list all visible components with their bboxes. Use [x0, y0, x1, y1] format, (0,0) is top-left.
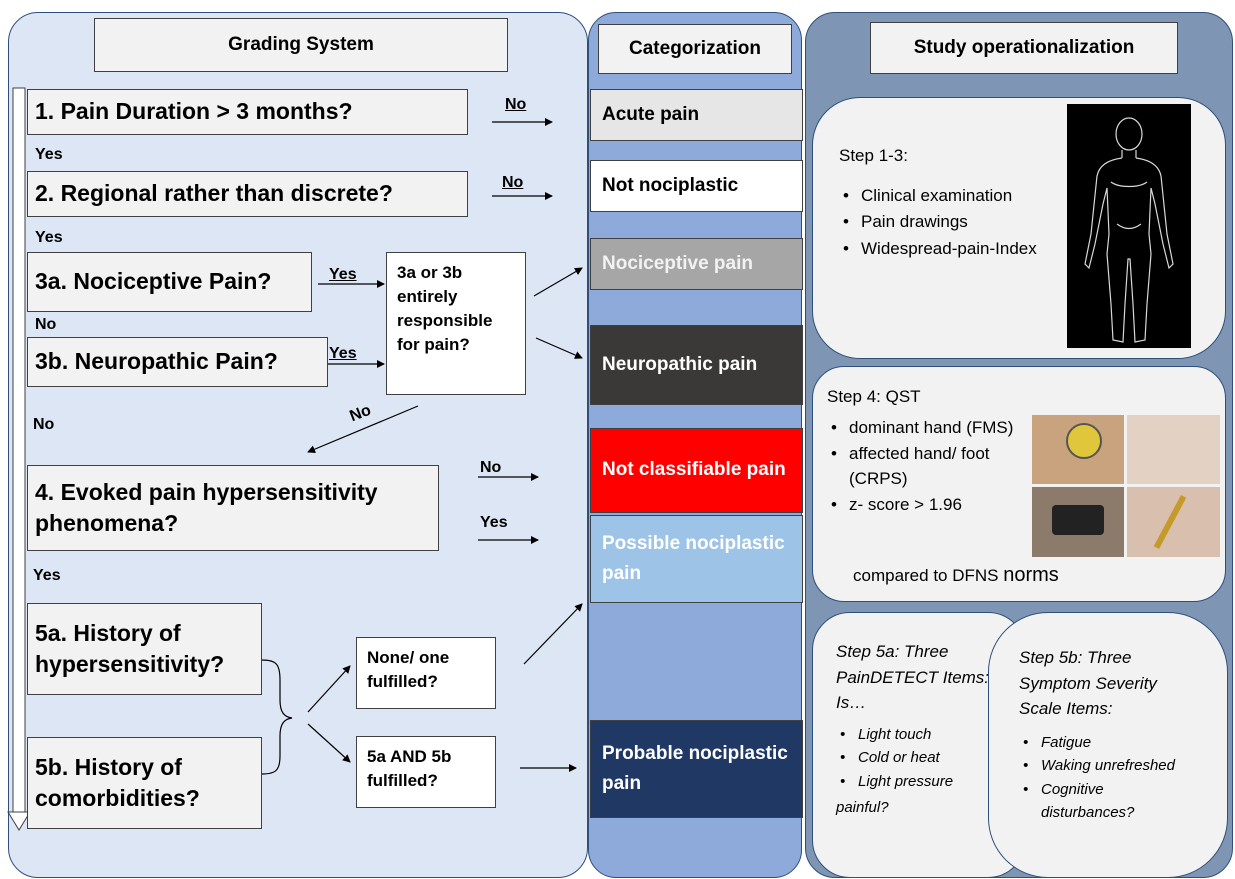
category-not-nociplastic: Not nociplastic: [590, 160, 803, 212]
question-5b-line2: comorbidities?: [35, 785, 200, 811]
step-5b-title: Step 5b: Three Symptom Severity Scale It…: [1019, 648, 1157, 718]
edge-label-no-1: No: [505, 96, 527, 113]
step-5b-item: Waking unrefreshed: [1019, 754, 1199, 778]
grading-system-header: Grading System: [94, 18, 508, 72]
step-1-3-item: Clinical examination: [839, 183, 1065, 210]
category-not-classifiable-pain: Not classifiable pain: [590, 428, 803, 513]
step-5a-item: Cold or heat: [836, 746, 1016, 770]
study-operationalization-header: Study operationalization: [870, 22, 1178, 74]
edge-label-yes-1: Yes: [35, 146, 63, 163]
edge-label-yes-2: Yes: [35, 229, 63, 246]
categorization-header: Categorization: [598, 24, 792, 74]
flow-down-arrowhead: [7, 811, 31, 831]
decision-3a-or-3b: 3a or 3b entirely responsible for pain?: [386, 252, 526, 395]
step-5a-list: Light touch Cold or heat Light pressure: [836, 723, 1016, 793]
step-4-note-norms: norms: [1003, 564, 1059, 586]
step-5a-title: Step 5a: Three PainDETECT Items: Is…: [836, 642, 990, 712]
category-neuropathic-pain: Neuropathic pain: [590, 325, 803, 405]
edge-label-yes-4: Yes: [480, 514, 508, 531]
qst-photo-brush: [1127, 487, 1220, 557]
question-4-line1: 4. Evoked pain hypersensitivity: [35, 478, 378, 505]
question-4-line2: phenomena?: [35, 510, 179, 536]
category-probable-nociplastic-pain: Probable nociplastic pain: [590, 720, 803, 818]
question-4-evoked-pain: 4. Evoked pain hypersensitivity phenomen…: [27, 465, 439, 551]
edge-label-no-3a: No: [35, 316, 57, 333]
question-2-regional: 2. Regional rather than discrete?: [27, 171, 468, 217]
step-4-card: Step 4: QST dominant hand (FMS) affected…: [812, 366, 1226, 602]
body-drawing-image: [1067, 104, 1191, 348]
question-5b-comorbidities: 5b. History of comorbidities?: [27, 737, 262, 829]
step-4-item: z- score > 1.96: [827, 492, 1037, 518]
step-4-list: dominant hand (FMS) affected hand/ foot …: [827, 415, 1037, 517]
step-1-3-item: Pain drawings: [839, 209, 1065, 236]
edge-label-no-3b: No: [33, 416, 55, 433]
step-4-note: compared to DFNS norms: [853, 564, 1059, 587]
edge-label-yes-5: Yes: [33, 567, 61, 584]
category-nociceptive-pain: Nociceptive pain: [590, 238, 803, 290]
step-4-title: Step 4: QST: [827, 387, 921, 406]
step-5b-item: Fatigue: [1019, 731, 1199, 755]
flow-down-arrow-shaft: [12, 87, 26, 813]
step-1-3-list: Clinical examination Pain drawings Wides…: [839, 183, 1065, 262]
step-4-note-prefix: compared to DFNS: [853, 566, 1004, 585]
step-5a-tail: painful?: [836, 799, 889, 816]
question-5a-line1: 5a. History of: [35, 619, 181, 646]
step-1-3-item: Widespread-pain-Index: [839, 236, 1065, 263]
question-5a-line2: hypersensitivity?: [35, 651, 225, 677]
question-5a-hypersensitivity: 5a. History of hypersensitivity?: [27, 603, 262, 695]
step-5b-card: Step 5b: Three Symptom Severity Scale It…: [988, 612, 1228, 878]
question-5b-line1: 5b. History of: [35, 753, 182, 780]
question-3a-nociceptive: 3a. Nociceptive Pain?: [27, 252, 312, 312]
qst-photo-pressure-gauge: [1032, 415, 1124, 484]
qst-photos: [1032, 415, 1220, 557]
step-5b-item: Cognitive disturbances?: [1019, 778, 1199, 825]
grading-system-panel: [8, 12, 588, 878]
decision-5a-and-5b-fulfilled: 5a AND 5b fulfilled?: [356, 736, 496, 808]
step-5b-list: Fatigue Waking unrefreshed Cognitive dis…: [1019, 731, 1199, 824]
question-1-pain-duration: 1. Pain Duration > 3 months?: [27, 89, 468, 135]
category-possible-nociplastic-pain: Possible nociplastic pain: [590, 515, 803, 603]
step-1-3-title: Step 1-3:: [839, 146, 908, 165]
question-3b-neuropathic: 3b. Neuropathic Pain?: [27, 337, 328, 387]
category-acute-pain: Acute pain: [590, 89, 803, 141]
step-1-3-card: Step 1-3: Clinical examination Pain draw…: [812, 97, 1226, 359]
edge-label-yes-3b: Yes: [329, 345, 357, 362]
edge-label-yes-3a: Yes: [329, 266, 357, 283]
step-5a-item: Light touch: [836, 723, 1016, 747]
step-4-item: affected hand/ foot (CRPS): [827, 441, 1037, 492]
edge-label-no-4: No: [480, 459, 502, 476]
qst-photo-thermode: [1032, 487, 1124, 557]
step-4-item: dominant hand (FMS): [827, 415, 1037, 441]
qst-photo-hand: [1127, 415, 1220, 484]
edge-label-no-2: No: [502, 174, 524, 191]
decision-none-one-fulfilled: None/ one fulfilled?: [356, 637, 496, 709]
step-5a-item: Light pressure: [836, 770, 1016, 794]
